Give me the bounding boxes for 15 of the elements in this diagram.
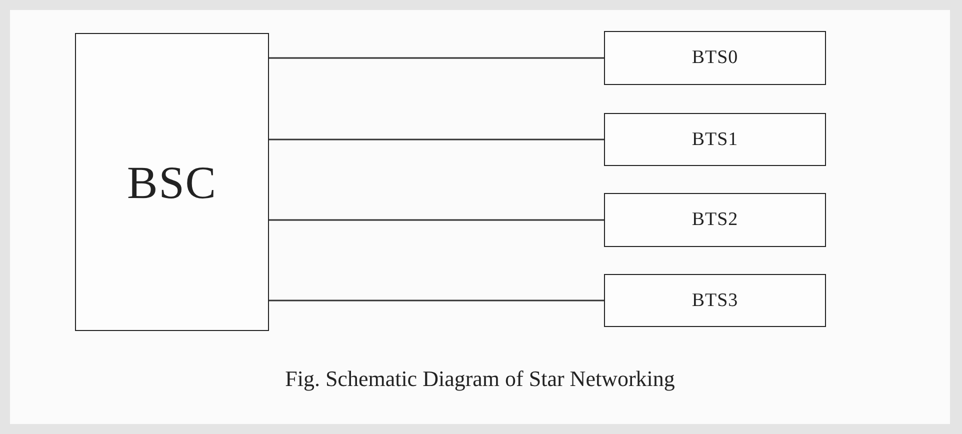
station-box bbox=[604, 113, 826, 166]
station-box bbox=[604, 274, 826, 327]
connector-line bbox=[269, 57, 604, 59]
node-label: BSC bbox=[127, 156, 217, 208]
connector-line bbox=[269, 300, 604, 302]
figure-caption: Fig. Schematic Diagram of Star Networking bbox=[285, 366, 675, 391]
node-label: BTS1 bbox=[692, 128, 738, 150]
node-label: BTS2 bbox=[692, 209, 738, 231]
connector-line bbox=[269, 138, 604, 140]
node-label: BTS3 bbox=[692, 290, 738, 312]
station-box bbox=[604, 31, 826, 85]
node-label: BTS0 bbox=[692, 47, 738, 69]
station-box bbox=[604, 193, 826, 247]
connector-line bbox=[269, 219, 604, 221]
controller-box bbox=[75, 33, 269, 331]
